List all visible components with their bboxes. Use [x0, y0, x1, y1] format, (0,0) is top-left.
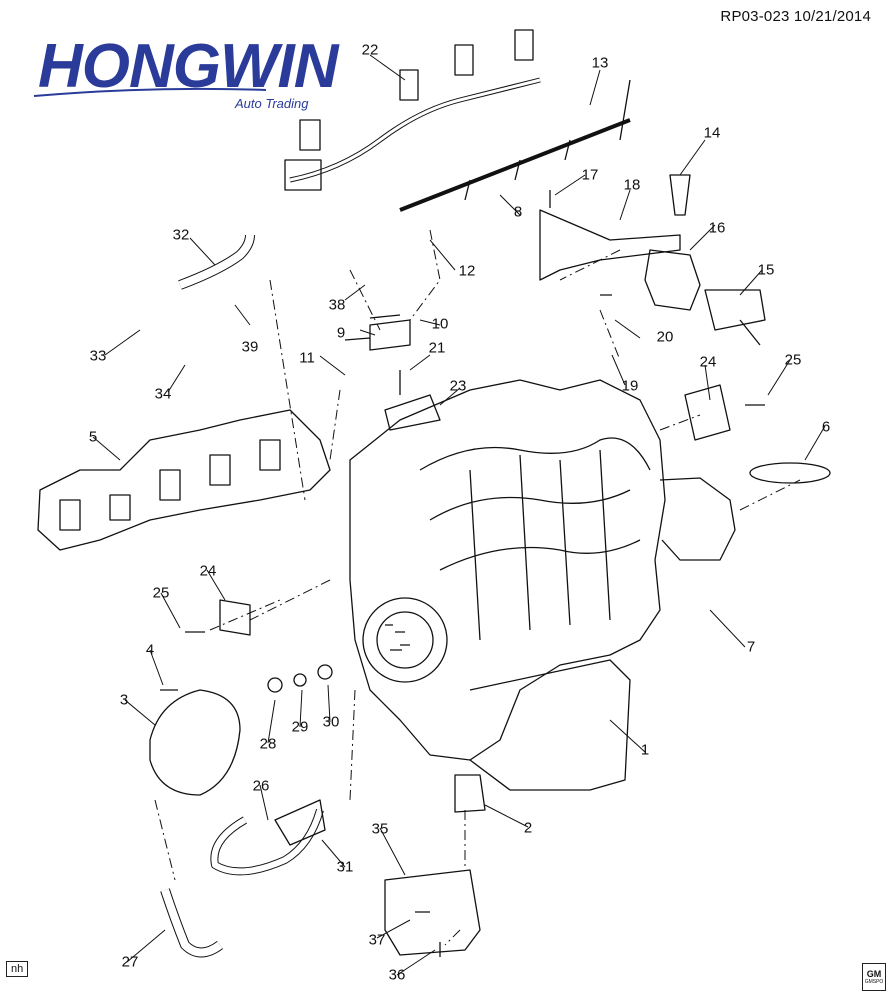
- callout-6: 6: [821, 418, 831, 436]
- callout-13: 13: [591, 54, 609, 72]
- callout-39: 39: [241, 338, 259, 356]
- callout-25: 25: [784, 351, 802, 369]
- callout-19: 19: [621, 377, 639, 395]
- callout-5: 5: [88, 428, 98, 446]
- callout-28: 28: [259, 735, 277, 753]
- document-reference: RP03-023 10/21/2014: [720, 8, 871, 25]
- callout-33: 33: [89, 347, 107, 365]
- brand-swoosh-icon: [33, 87, 267, 97]
- gm-logo: GM GMSPO: [862, 963, 886, 991]
- callout-4: 4: [145, 641, 155, 659]
- callout-17: 17: [581, 166, 599, 184]
- callout-35: 35: [371, 820, 389, 838]
- callout-38: 38: [328, 296, 346, 314]
- brand-tagline: Auto Trading: [235, 96, 309, 111]
- brand-name: HONGWIN: [38, 32, 339, 101]
- callout-9: 9: [336, 324, 346, 342]
- callout-29: 29: [291, 718, 309, 736]
- callout-15: 15: [757, 261, 775, 279]
- callout-10: 10: [431, 315, 449, 333]
- callout-34: 34: [154, 385, 172, 403]
- callout-23: 23: [449, 377, 467, 395]
- callout-24: 24: [699, 353, 717, 371]
- callout-25: 25: [152, 584, 170, 602]
- callout-21: 21: [428, 339, 446, 357]
- callout-11: 11: [299, 349, 315, 367]
- callout-31: 31: [336, 858, 354, 876]
- callout-3: 3: [119, 691, 129, 709]
- callout-20: 20: [656, 328, 674, 346]
- callout-16: 16: [708, 219, 726, 237]
- brand-logo: HONGWIN Auto Trading: [30, 30, 339, 120]
- callout-27: 27: [121, 953, 139, 971]
- callout-32: 32: [172, 226, 190, 244]
- callout-26: 26: [252, 777, 270, 795]
- gm-logo-text: GM: [866, 969, 882, 979]
- callout-22: 22: [361, 41, 379, 59]
- callout-30: 30: [322, 713, 340, 731]
- callout-14: 14: [703, 124, 721, 142]
- callout-8: 8: [513, 203, 523, 221]
- intake-manifold: [349, 379, 666, 761]
- nh-badge: nh: [6, 961, 29, 977]
- callout-7: 7: [746, 638, 756, 656]
- callout-36: 36: [388, 966, 406, 984]
- callout-24: 24: [199, 562, 217, 580]
- callout-12: 12: [458, 262, 476, 280]
- gasket-5: [37, 409, 331, 551]
- callout-18: 18: [623, 176, 641, 194]
- callout-1: 1: [640, 741, 650, 759]
- callout-37: 37: [368, 931, 386, 949]
- callout-2: 2: [523, 819, 533, 837]
- wiring-harness-22: [289, 77, 541, 183]
- gm-logo-subtext: GMSPO: [864, 979, 884, 985]
